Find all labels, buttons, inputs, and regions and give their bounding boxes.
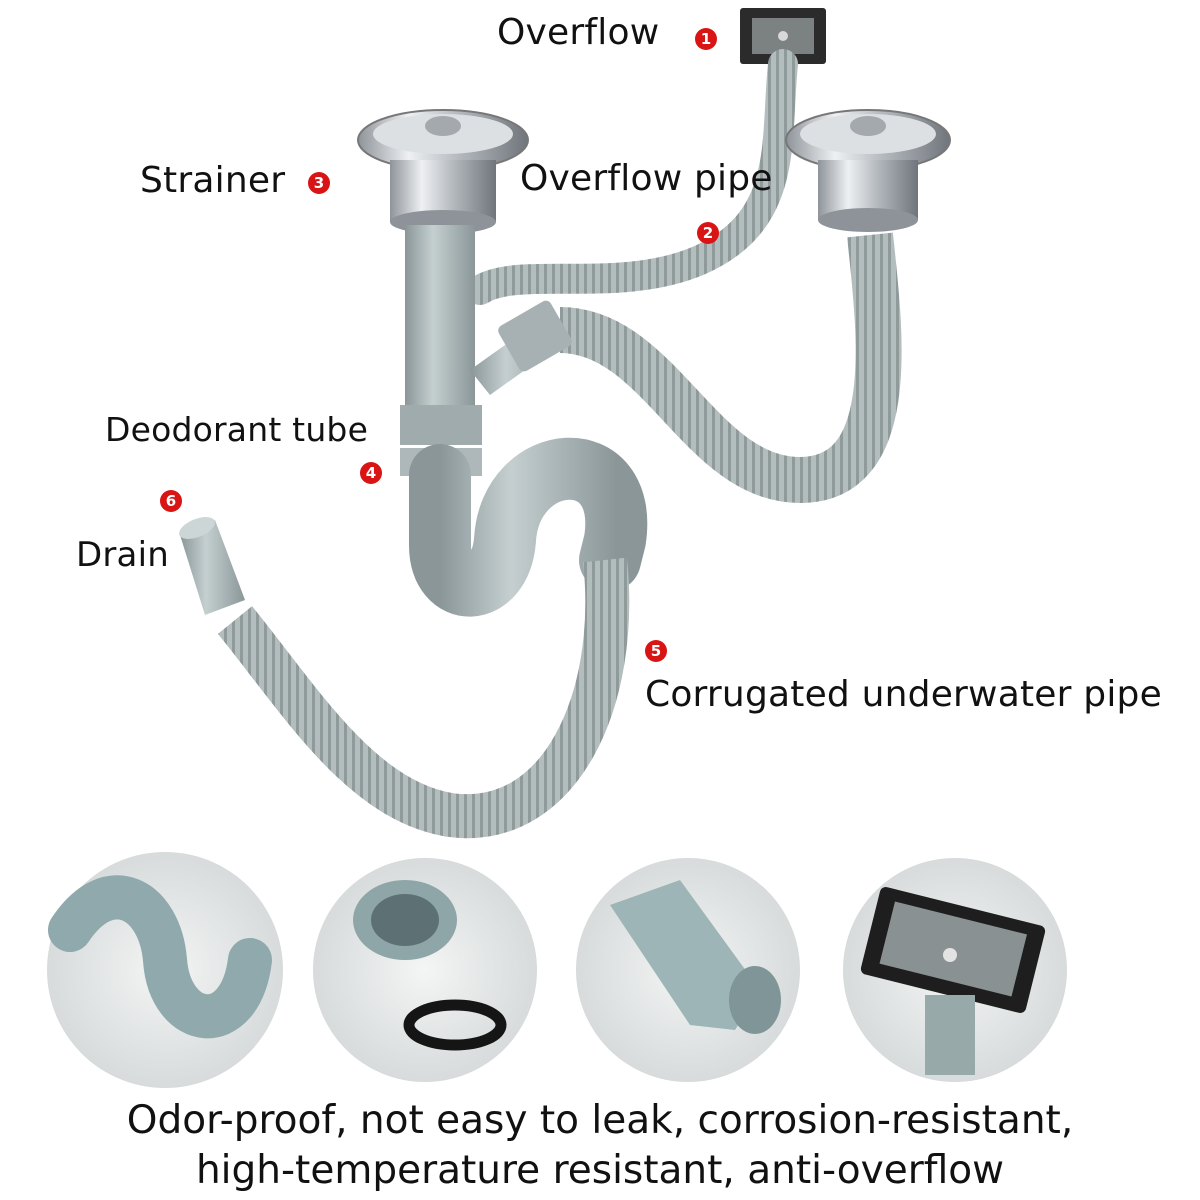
detail-overflow-box-circle: [843, 858, 1067, 1082]
badge-overflow-pipe: 2: [697, 222, 719, 244]
main-vertical-pipe: [400, 225, 572, 476]
right-corrugated-hose: [558, 232, 902, 504]
corrugated-underwater-hose: [217, 557, 630, 839]
badge-corrugated-pipe: 5: [645, 640, 667, 662]
overflow-pipe-hose: [465, 49, 798, 305]
s-trap: [409, 437, 648, 617]
label-corrugated-pipe: Corrugated underwater pipe: [645, 674, 1162, 715]
caption-line-2: high-temperature resistant, anti-overflo…: [195, 1148, 1005, 1193]
detail-seal-ring-circle: [313, 858, 537, 1082]
badge-deodorant-tube: 4: [360, 462, 382, 484]
label-overflow-pipe: Overflow pipe: [520, 158, 773, 199]
label-overflow: Overflow: [497, 12, 660, 53]
badge-strainer: 3: [308, 172, 330, 194]
overflow-part: [740, 8, 826, 64]
caption-line-1: Odor-proof, not easy to leak, corrosion-…: [126, 1098, 1074, 1143]
label-drain: Drain: [76, 535, 169, 575]
badge-drain: 6: [160, 490, 182, 512]
right-strainer: [785, 109, 951, 232]
detail-drain-nozzle-circle: [576, 858, 800, 1082]
detail-s-trap-circle: [47, 852, 283, 1088]
label-strainer: Strainer: [140, 160, 286, 201]
badge-overflow: 1: [695, 28, 717, 50]
left-strainer: [357, 109, 529, 234]
drain-nozzle: [179, 517, 245, 615]
label-deodorant-tube: Deodorant tube: [105, 410, 369, 449]
